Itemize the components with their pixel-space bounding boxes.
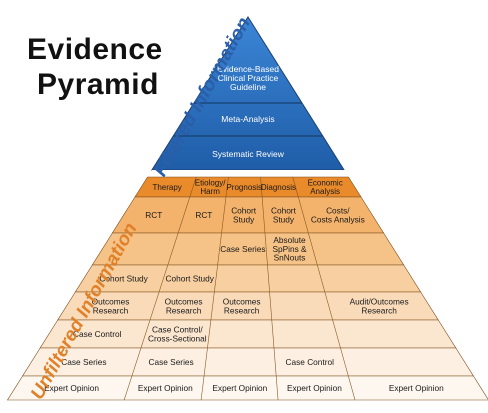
evidence-cell-label: RCT	[145, 210, 162, 220]
column-header-label: Prognosis	[226, 183, 262, 192]
evidence-row-band	[6, 375, 488, 401]
filtered-level-label: Systematic Review	[212, 149, 285, 159]
filtered-level-label: Meta-Analysis	[221, 114, 274, 124]
evidence-cell-label: Expert Opinion	[138, 383, 193, 393]
column-header-label: Diagnosis	[261, 183, 296, 192]
column-header-label: Therapy	[152, 183, 181, 192]
evidence-cell-label: Expert Opinion	[287, 383, 342, 393]
evidence-cell-label: RCT	[195, 210, 212, 220]
evidence-cell-label: Case Control	[73, 329, 122, 339]
evidence-cell-label: Case Series	[61, 357, 106, 367]
evidence-cell-label: Case Series	[148, 357, 193, 367]
evidence-cell-label: Expert Opinion	[212, 383, 267, 393]
evidence-cell-label: Case Series	[220, 244, 265, 254]
evidence-cell-label: Cohort Study	[165, 273, 214, 283]
title-line-1: Evidence	[27, 33, 163, 66]
column-divider	[123, 176, 197, 401]
column-divider	[260, 176, 279, 401]
evidence-cell-label: Costs/Costs Analysis	[311, 206, 365, 225]
section-gap	[151, 170, 353, 177]
column-divider	[200, 176, 229, 401]
column-header-label: Etiology/Harm	[195, 179, 226, 196]
evidence-cell-label: Expert Opinion	[44, 383, 99, 393]
evidence-cell-label: Cohort Study	[99, 273, 148, 283]
column-divider	[292, 176, 356, 401]
title-line-2: Pyramid	[37, 68, 159, 101]
evidence-cell-label: Case Control	[286, 357, 335, 367]
evidence-cell-label: Case Control/Cross-Sectional	[148, 325, 207, 344]
evidence-cell-label: Expert Opinion	[389, 383, 444, 393]
